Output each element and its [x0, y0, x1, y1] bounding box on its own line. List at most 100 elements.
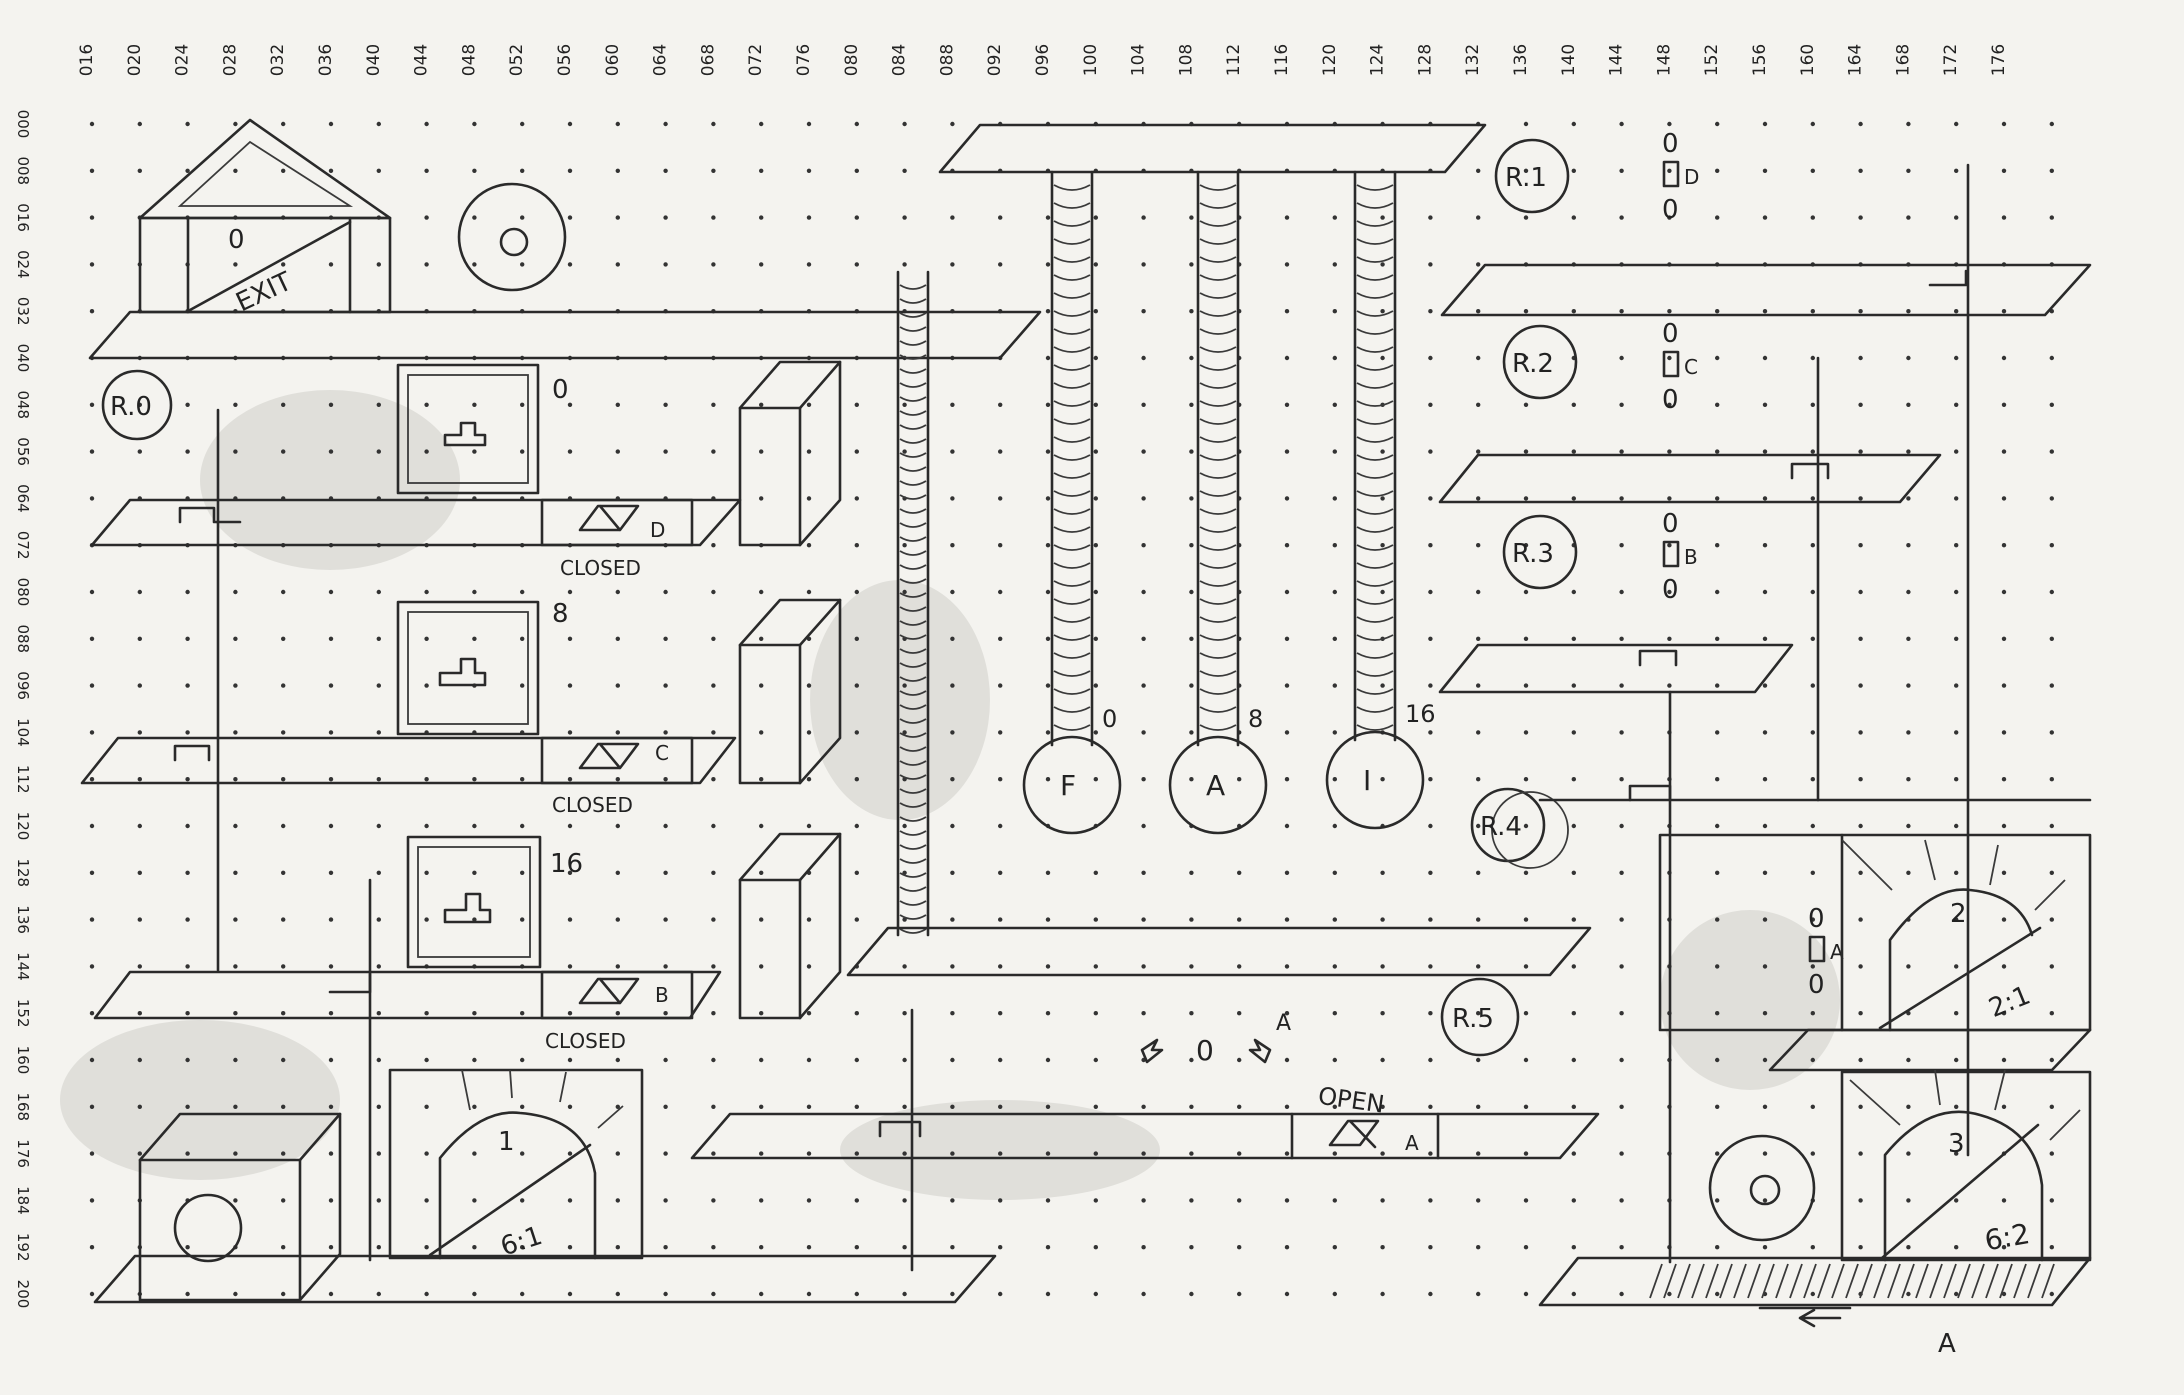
grid-dot — [1476, 1105, 1480, 1109]
grid-dot — [1811, 1058, 1815, 1062]
grid-dot — [711, 917, 715, 921]
grid-dot — [1572, 1011, 1576, 1015]
grid-dot — [950, 1011, 954, 1015]
grid-dot — [759, 262, 763, 266]
grid-dot — [1763, 309, 1767, 313]
grid-dot — [1141, 637, 1145, 641]
top-ruler-label: 036 — [316, 44, 336, 76]
grid-dot — [1476, 1151, 1480, 1155]
grid-dot — [950, 496, 954, 500]
grid-dot — [2002, 449, 2006, 453]
grid-dot — [2002, 824, 2006, 828]
grid-dot — [1619, 122, 1623, 126]
grid-dot — [711, 215, 715, 219]
grid-dot — [233, 1058, 237, 1062]
grid-dot — [520, 824, 524, 828]
top-ruler-label: 020 — [125, 44, 145, 76]
grid-dot — [1619, 403, 1623, 407]
grid-dot — [1954, 403, 1958, 407]
grid-dot — [759, 730, 763, 734]
grid-dot — [281, 1105, 285, 1109]
grid-dot — [1954, 169, 1958, 173]
grid-dot — [1954, 215, 1958, 219]
grid-dot — [1285, 262, 1289, 266]
grid-dot — [950, 871, 954, 875]
grid-dot — [424, 917, 428, 921]
grid-dot — [807, 122, 811, 126]
grid-dot — [1046, 917, 1050, 921]
grid-dot — [90, 777, 94, 781]
grid-dot — [1811, 543, 1815, 547]
platform — [1440, 455, 1940, 502]
top-ruler-label: 128 — [1415, 44, 1435, 76]
grid-dot — [1141, 777, 1145, 781]
grid-dot — [1715, 1058, 1719, 1062]
grid-dot — [855, 1058, 859, 1062]
grid-dot — [1333, 683, 1337, 687]
switch-bottom: 0 — [1662, 575, 1679, 605]
grid-dot — [90, 824, 94, 828]
grid-dot — [185, 1058, 189, 1062]
grid-dot — [2050, 1151, 2054, 1155]
grid-dot — [1094, 1058, 1098, 1062]
grid-dot — [1094, 309, 1098, 313]
grid-dot — [1906, 1292, 1910, 1296]
grid-dot — [855, 496, 859, 500]
grid-dot — [1285, 215, 1289, 219]
grid-dot — [377, 683, 381, 687]
arch-ratio: 6:2 — [1982, 1217, 2032, 1257]
grid-dot — [1763, 356, 1767, 360]
grid-dot — [807, 1058, 811, 1062]
grid-dot — [1572, 1151, 1576, 1155]
grid-dot — [1715, 356, 1719, 360]
left-ruler-label: 128 — [14, 858, 32, 887]
grid-dot — [185, 1245, 189, 1249]
grid-dot — [1619, 777, 1623, 781]
grid-dot — [520, 169, 524, 173]
grid-dot — [2002, 309, 2006, 313]
grid-dot — [663, 871, 667, 875]
grid-dot — [998, 871, 1002, 875]
left-ruler-label: 184 — [14, 1186, 32, 1215]
grid-dot — [855, 1151, 859, 1155]
grid-dot — [520, 917, 524, 921]
grid-dot — [185, 403, 189, 407]
grid-dot — [1046, 1151, 1050, 1155]
grid-dot — [568, 590, 572, 594]
grid-dot — [1094, 590, 1098, 594]
grid-dot — [1811, 1151, 1815, 1155]
grid-dot — [233, 449, 237, 453]
grid-dot — [424, 449, 428, 453]
grid-dot — [663, 1058, 667, 1062]
grid-dot — [1619, 1198, 1623, 1202]
grid-dot — [1954, 824, 1958, 828]
grid-dot — [1763, 543, 1767, 547]
grid-dot — [1285, 309, 1289, 313]
grid-dot — [663, 777, 667, 781]
toggle-switch: 0D0 — [1662, 129, 1699, 225]
grid-dot — [1333, 824, 1337, 828]
grid-dot — [998, 590, 1002, 594]
grid-dot — [1763, 403, 1767, 407]
grid-dot — [138, 169, 142, 173]
grid-dot — [1141, 215, 1145, 219]
grid-dot — [1189, 309, 1193, 313]
grid-dot — [616, 262, 620, 266]
grid-dot — [855, 824, 859, 828]
grid-dot — [1094, 543, 1098, 547]
grid-dot — [1667, 309, 1671, 313]
grid-dot — [2050, 964, 2054, 968]
grid-dot — [1858, 169, 1862, 173]
grid-dot — [1380, 1151, 1384, 1155]
top-ruler-label: 092 — [985, 44, 1005, 76]
grid-dot — [998, 496, 1002, 500]
grid-dot — [616, 683, 620, 687]
left-ruler-label: 112 — [14, 765, 32, 794]
grid-dot — [2002, 1058, 2006, 1062]
svg-text:R.4: R.4 — [1480, 812, 1522, 842]
grid-dot — [1333, 777, 1337, 781]
grid-dot — [1524, 590, 1528, 594]
grid-dot — [1619, 1011, 1623, 1015]
grid-dot — [1189, 1011, 1193, 1015]
grid-dot — [1141, 403, 1145, 407]
